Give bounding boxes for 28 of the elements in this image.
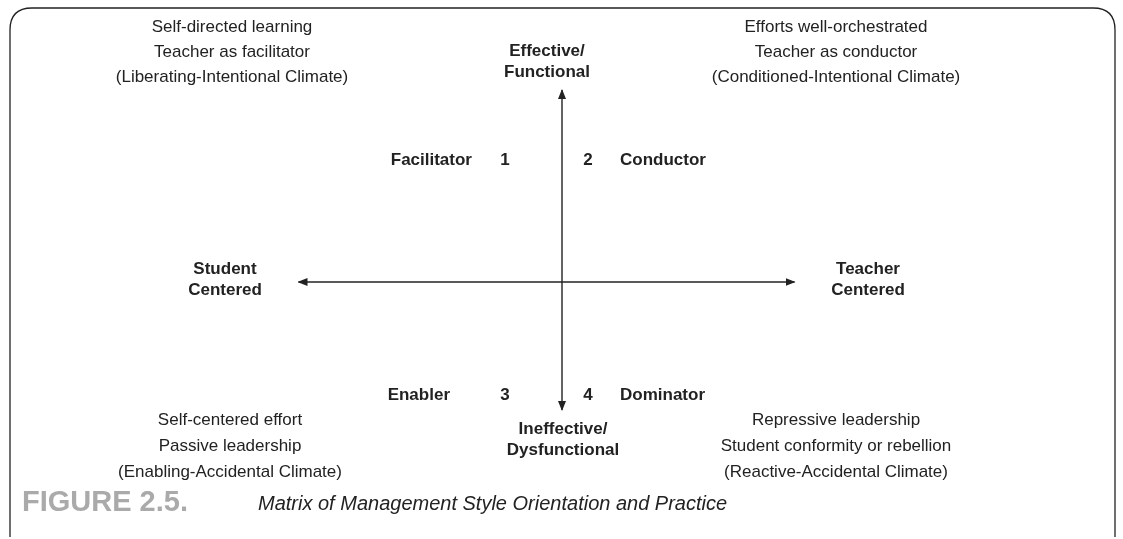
axis-label: Student Centered <box>187 258 263 300</box>
quadrant-description: (Liberating-Intentional Climate) <box>115 67 349 87</box>
quadrant-number: Enabler <box>387 385 450 405</box>
axis-arrow <box>297 278 796 286</box>
quadrant-description: Self-centered effort <box>157 410 303 430</box>
quadrant-title: 1 <box>500 150 510 170</box>
quadrant-description: Teacher as facilitator <box>154 42 310 62</box>
quadrant-description: Student conformity or rebellion <box>720 436 952 456</box>
quadrant-description: Passive leadership <box>158 436 302 456</box>
quadrant-description: (Enabling-Accidental Climate) <box>118 462 342 482</box>
quadrant-number: Facilitator <box>390 150 472 170</box>
quadrant-description: (Reactive-Accidental Climate) <box>724 462 948 482</box>
axis-label: Ineffective/ Dysfunctional <box>505 418 621 460</box>
quadrant-description: Self-directed learning <box>151 17 313 37</box>
axis-label: Teacher Centered <box>830 258 906 300</box>
quadrant-title: 4 <box>583 385 593 405</box>
quadrant-number: Dominator <box>620 385 705 405</box>
quadrant-number: Conductor <box>620 150 706 170</box>
figure-caption: Matrix of Management Style Orientation and Practice <box>258 491 728 515</box>
quadrant-title: 2 <box>583 150 593 170</box>
quadrant-description: (Conditioned-Intentional Climate) <box>711 67 961 87</box>
quadrant-description: Repressive leadership <box>751 410 921 430</box>
figure-number: FIGURE 2.5. <box>22 485 188 517</box>
quadrant-title: 3 <box>500 385 510 405</box>
axis-label: Effective/ Functional <box>503 40 591 82</box>
quadrant-description: Teacher as conductor <box>754 42 918 62</box>
axis-arrow <box>558 89 566 411</box>
quadrant-description: Efforts well-orchestrated <box>744 17 928 37</box>
